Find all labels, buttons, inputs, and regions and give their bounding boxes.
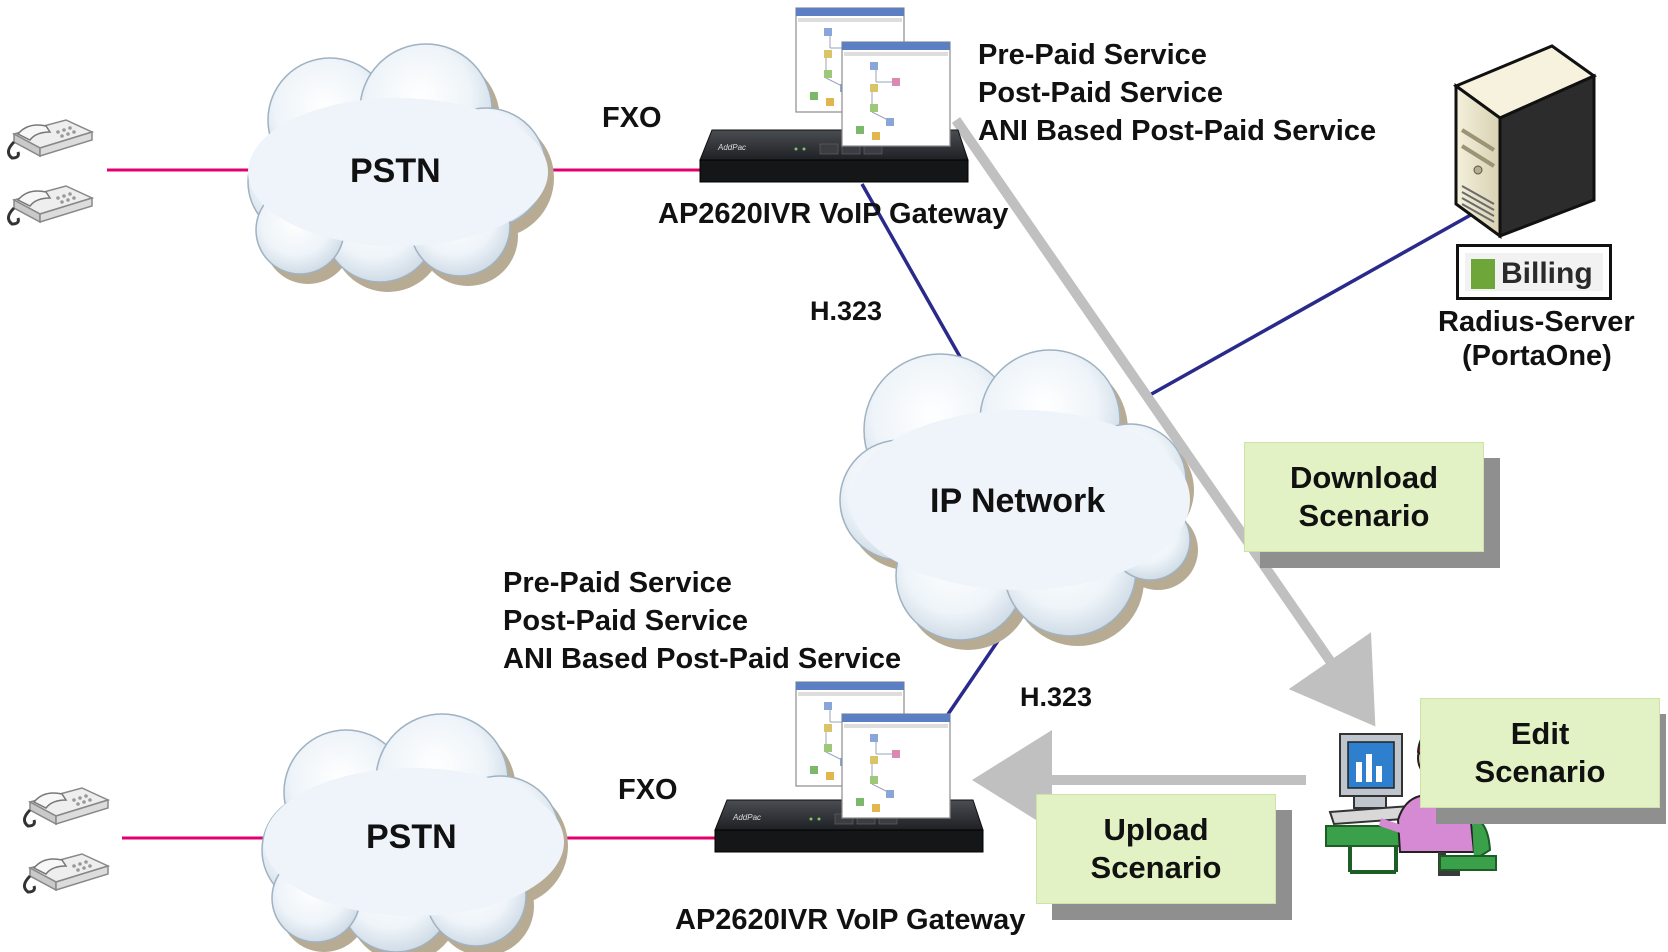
service-item: ANI Based Post-Paid Service — [978, 115, 1377, 147]
note-line: Scenario — [1090, 850, 1222, 885]
note-line: Edit — [1510, 716, 1570, 751]
pstn-bottom-label: PSTN — [366, 818, 457, 856]
gateway-bottom-label: AP2620IVR VoIP Gateway — [675, 904, 1026, 936]
pstn-cloud-top — [247, 43, 554, 292]
service-item: ANI Based Post-Paid Service — [503, 643, 902, 675]
scenario-editor-window-icon — [841, 41, 951, 147]
ip-network-cloud — [839, 349, 1198, 650]
telephone-icon — [6, 118, 94, 160]
radius-server-sublabel: (PortaOne) — [1462, 340, 1612, 372]
service-item: Pre-Paid Service — [978, 39, 1207, 71]
note-line: Download — [1289, 460, 1439, 495]
service-item: Post-Paid Service — [978, 77, 1223, 109]
radius-server-icon — [1452, 44, 1598, 239]
download-scenario-note: Download Scenario — [1244, 442, 1500, 570]
pstn-cloud-bottom — [261, 713, 568, 952]
telephone-icon — [6, 184, 94, 226]
note-line: Upload — [1103, 812, 1209, 847]
billing-logo: Billing — [1456, 244, 1612, 300]
h323-top-label: H.323 — [810, 296, 883, 326]
note-line: Scenario — [1298, 498, 1430, 533]
radius-link — [1147, 210, 1477, 398]
gateway-bottom-services: Pre-Paid Service Post-Paid Service ANI B… — [503, 564, 901, 678]
upload-scenario-note: Upload Scenario — [1036, 794, 1292, 922]
billing-check-icon — [1471, 259, 1495, 289]
note-line: Scenario — [1474, 754, 1606, 789]
download-arrow — [951, 117, 1376, 727]
radius-server-label: Radius-Server — [1438, 306, 1635, 338]
service-item: Pre-Paid Service — [503, 567, 732, 599]
edit-scenario-note: Edit Scenario — [1420, 698, 1668, 828]
billing-logo-text: Billing — [1501, 257, 1593, 290]
telephone-icon — [22, 786, 110, 828]
fxo-bottom-label: FXO — [618, 774, 678, 806]
service-item: Post-Paid Service — [503, 605, 748, 637]
h323-link-top — [860, 183, 974, 379]
telephone-icon — [22, 852, 110, 894]
gateway-top-services: Pre-Paid Service Post-Paid Service ANI B… — [978, 36, 1376, 150]
h323-link-bottom — [938, 631, 1006, 727]
pstn-top-label: PSTN — [350, 152, 441, 190]
scenario-editor-window-icon — [841, 713, 951, 819]
fxo-top-label: FXO — [602, 102, 662, 134]
gateway-top-label: AP2620IVR VoIP Gateway — [658, 198, 1009, 230]
ip-network-label: IP Network — [930, 482, 1106, 520]
h323-bottom-label: H.323 — [1020, 682, 1093, 712]
